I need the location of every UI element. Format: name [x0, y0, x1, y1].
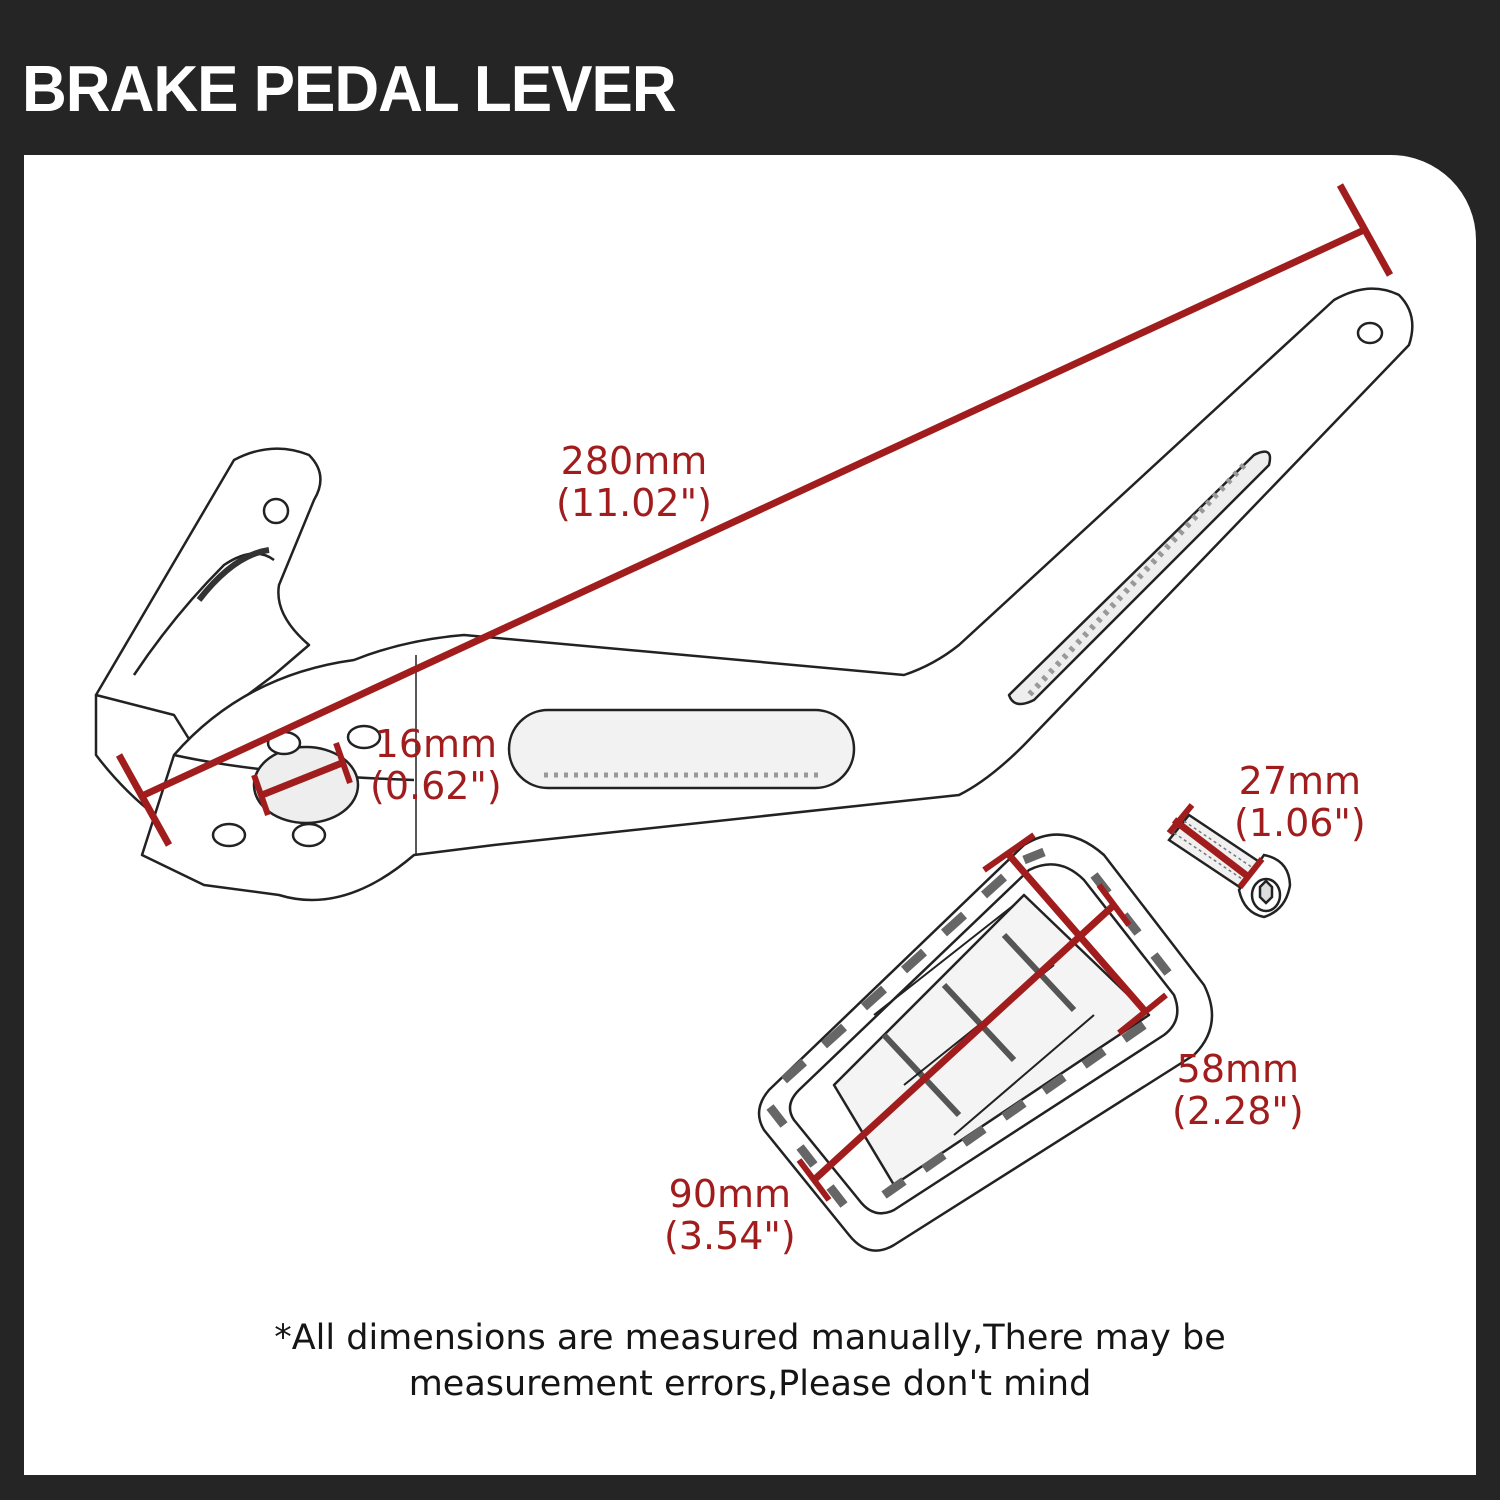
dim-58-inch: (2.28"): [1172, 1089, 1304, 1133]
dim-line-27: [1171, 817, 1249, 878]
dim-280-inch: (11.02"): [556, 481, 712, 525]
dim-16-mm: 16mm: [374, 722, 498, 766]
foot-pad-drawing: [757, 833, 1214, 1252]
dim-label-58: 58mm (2.28"): [1172, 1048, 1304, 1132]
disclaimer-line-2: measurement errors,Please don't mind: [408, 1364, 1092, 1404]
dim-27-inch: (1.06"): [1234, 801, 1366, 845]
dim-line-280: [142, 226, 1366, 799]
dim-label-90: 90mm (3.54"): [664, 1173, 796, 1257]
dim-line-90: [811, 902, 1117, 1183]
dim-90-mm: 90mm: [668, 1172, 792, 1216]
product-drawing: [94, 183, 1414, 1252]
dim-280-mm: 280mm: [560, 439, 708, 483]
dim-label-280: 280mm (11.02"): [556, 440, 712, 524]
dim-27-mm: 27mm: [1238, 759, 1362, 803]
dim-label-16: 16mm (0.62"): [370, 723, 502, 807]
diagram-panel: 280mm (11.02") 16mm (0.62") 27mm (1.06")…: [24, 155, 1476, 1475]
dimension-lines: [115, 183, 1394, 1202]
page-title: BRAKE PEDAL LEVER: [22, 53, 677, 126]
dim-label-27: 27mm (1.06"): [1234, 760, 1366, 844]
dim-90-inch: (3.54"): [664, 1214, 796, 1258]
brake-lever-drawing: [94, 287, 1414, 902]
disclaimer-line-1: *All dimensions are measured manually,Th…: [274, 1318, 1226, 1358]
measurement-disclaimer: *All dimensions are measured manually,Th…: [24, 1315, 1476, 1407]
dim-line-16: [260, 759, 344, 799]
dim-58-mm: 58mm: [1176, 1047, 1300, 1091]
dim-line-58: [1006, 852, 1147, 1013]
dim-16-inch: (0.62"): [370, 764, 502, 808]
